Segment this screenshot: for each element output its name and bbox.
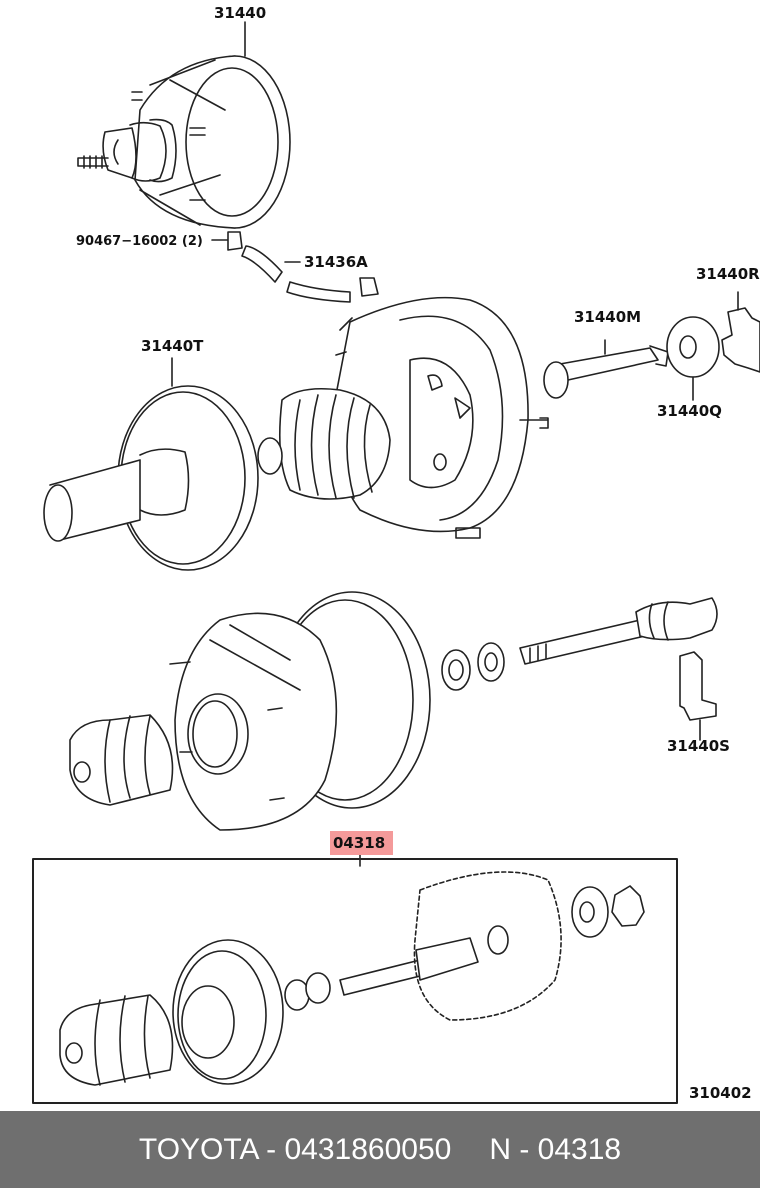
pushrod-31440M — [543, 339, 669, 399]
front-shell-31440T — [43, 357, 259, 571]
key-31440S — [679, 651, 717, 741]
brake-booster-exploded-diagram — [32, 21, 760, 1104]
label-31440M: 31440M — [574, 308, 642, 326]
label-31440S: 31440S — [667, 737, 730, 755]
kit-boundary-box — [32, 858, 678, 1104]
seal-31440Q — [666, 316, 720, 401]
booster-assembly-top — [77, 21, 291, 229]
diagram-code: 310402 — [689, 1084, 752, 1102]
footer-reference: N - 04318 — [489, 1132, 622, 1166]
label-31440R: 31440R — [696, 265, 760, 283]
rear-shell-housing — [257, 296, 549, 539]
clamp-and-hose — [211, 231, 379, 303]
washers-and-valve-rod — [441, 597, 718, 691]
footer-part-number: TOYOTA - 0431860050 — [138, 1132, 452, 1166]
label-31440: 31440 — [214, 4, 267, 22]
label-90467-16002: 90467−16002 (2) — [76, 234, 203, 249]
booster-body-lower — [69, 591, 431, 831]
label-04318: 04318 — [333, 834, 386, 852]
label-31440T: 31440T — [141, 337, 204, 355]
label-31440Q: 31440Q — [657, 402, 722, 420]
label-31436A: 31436A — [304, 253, 368, 271]
highlighted-part-04318: 04318 — [330, 831, 393, 855]
kit-contents — [59, 871, 645, 1086]
retainer-31440R — [721, 291, 760, 373]
part-number-footer: TOYOTA - 0431860050 N - 04318 — [0, 1111, 760, 1188]
